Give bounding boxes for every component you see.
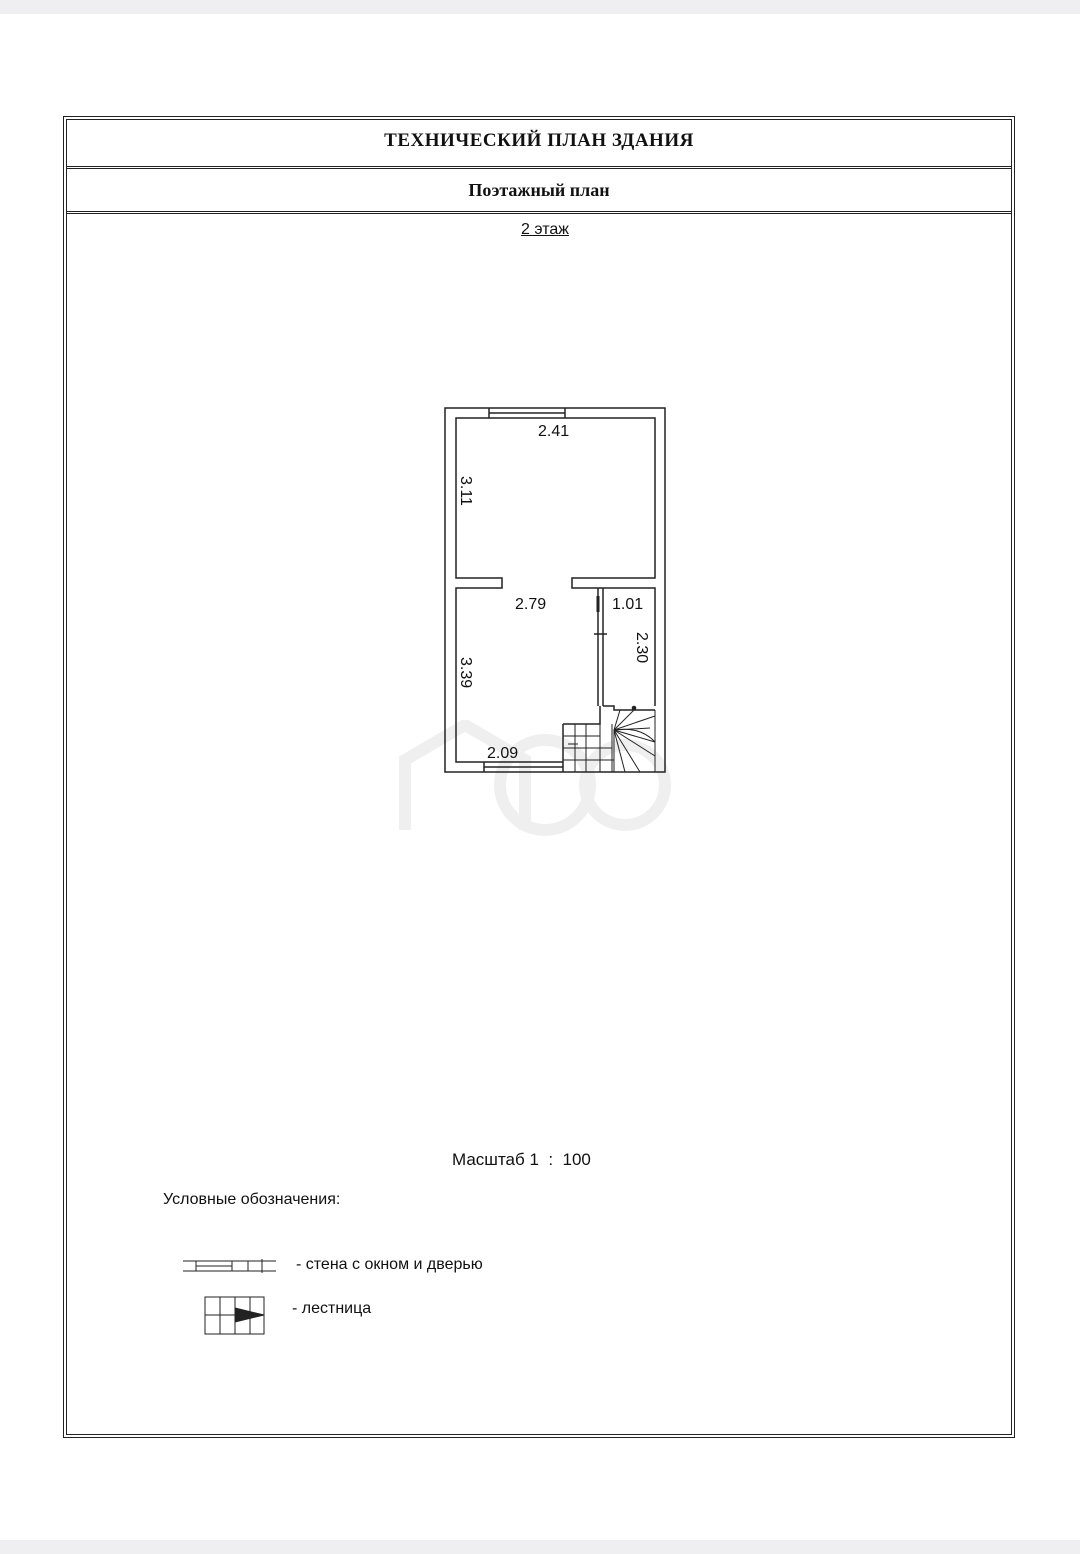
document-title: ТЕХНИЧЕСКИЙ ПЛАН ЗДАНИЯ: [384, 130, 694, 151]
floor-label: 2 этаж: [521, 221, 569, 238]
stair-winder: [613, 705, 656, 773]
outer-wall: [444, 407, 666, 773]
dim-top-room-depth: 3.11: [457, 476, 474, 506]
title-divider: [66, 166, 1012, 167]
watermark-text: [358, 848, 366, 879]
document-subtitle: Поэтажный план: [468, 180, 610, 200]
inner-wall-right: [565, 417, 656, 706]
dim-small-room-depth: 2.30: [633, 632, 650, 663]
stair-landing-line: [603, 705, 655, 711]
document-frame-inner: [66, 119, 1012, 1435]
legend-title: Условные обозначения:: [163, 1191, 341, 1208]
dim-bottom-room-width: 2.79: [515, 596, 546, 613]
stair-treads-straight: [563, 724, 614, 772]
title-divider-double: [66, 168, 1012, 169]
inner-wall-left: [455, 417, 503, 763]
legend-wall-label: - стена с окном и дверью: [296, 1256, 483, 1273]
top-page-strip: [0, 0, 1080, 14]
scale-label: Масштаб 1 : 100: [452, 1150, 591, 1169]
stair-top-edge: [563, 706, 601, 725]
dim-small-room-width: 1.01: [612, 596, 643, 613]
subtitle-divider-double: [66, 213, 1012, 214]
watermark-logo: [399, 720, 671, 836]
subtitle-divider: [66, 211, 1012, 212]
dim-bottom-room-depth: 3.39: [457, 657, 474, 688]
document-frame-outer: [63, 116, 1015, 1438]
legend-stair-label: - лестница: [292, 1300, 372, 1317]
bottom-page-strip: [0, 1540, 1080, 1554]
dim-top-room-width: 2.41: [538, 423, 569, 440]
dim-bottom-wall-length: 2.09: [487, 745, 518, 762]
